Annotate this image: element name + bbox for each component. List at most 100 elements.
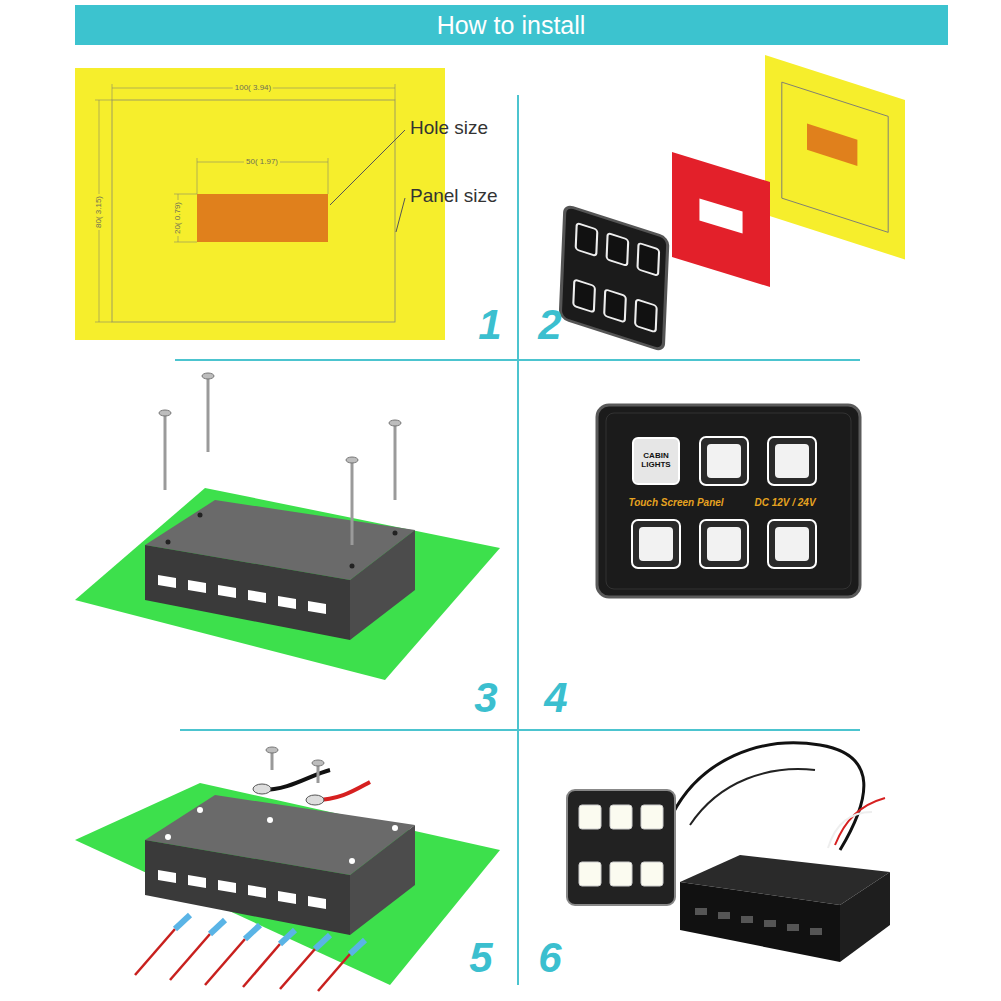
panel-body xyxy=(567,790,675,905)
panel-print: DC 12V / 24V xyxy=(754,497,815,509)
mounting-board xyxy=(765,55,905,260)
button xyxy=(579,805,601,829)
step-number: 5 xyxy=(469,934,492,982)
box-side xyxy=(350,530,415,640)
dimension-line xyxy=(395,84,396,100)
screw xyxy=(271,752,274,770)
socket xyxy=(158,575,176,588)
button xyxy=(579,862,601,886)
power-leads xyxy=(253,747,370,805)
box-side xyxy=(840,872,890,962)
panel-print: Touch Screen Panel xyxy=(628,497,723,509)
socket xyxy=(308,601,326,614)
step-number: 2 xyxy=(538,301,561,349)
ferrule xyxy=(210,920,225,934)
terminal xyxy=(165,834,171,840)
socket xyxy=(248,885,266,898)
step-number: 1 xyxy=(478,301,501,349)
button-face xyxy=(775,527,809,561)
dimension-line xyxy=(95,100,112,101)
dimension-line xyxy=(112,84,113,100)
button xyxy=(637,243,659,276)
screws xyxy=(159,373,401,545)
touch-panel xyxy=(560,205,668,351)
panel-bezel xyxy=(606,413,851,589)
ferrule xyxy=(280,930,295,944)
dimension-line xyxy=(174,242,197,243)
button xyxy=(573,279,595,312)
socket xyxy=(810,928,822,935)
screw xyxy=(394,425,397,500)
button xyxy=(604,289,626,322)
socket xyxy=(695,908,707,915)
gasket xyxy=(672,152,770,287)
button xyxy=(607,233,629,266)
panel-body xyxy=(597,405,860,597)
dimension: 80( 3.15) xyxy=(94,194,103,230)
leader-line xyxy=(330,130,405,205)
button-face xyxy=(707,527,741,561)
mounting-surface xyxy=(765,55,905,260)
screw-hole xyxy=(393,531,398,536)
red-wire xyxy=(135,929,175,975)
screw-head xyxy=(389,420,401,426)
divider xyxy=(175,359,860,361)
button xyxy=(576,223,598,256)
callout-label: Hole size xyxy=(410,117,488,139)
cable xyxy=(672,743,864,850)
screw-head xyxy=(159,410,171,416)
step-number: 6 xyxy=(538,934,561,982)
screw xyxy=(164,415,167,490)
red-wire xyxy=(243,944,280,987)
dimension: 50( 1.97) xyxy=(244,157,280,166)
button xyxy=(700,437,748,485)
ring-terminal xyxy=(306,795,324,805)
title-bar xyxy=(75,5,948,45)
divider xyxy=(517,95,519,985)
mounting-plate xyxy=(75,783,500,985)
red-wire xyxy=(170,934,210,980)
panel-outline xyxy=(112,100,395,322)
black-wire xyxy=(262,770,330,790)
red-wire xyxy=(318,954,350,991)
socket xyxy=(158,870,176,883)
dimension-line xyxy=(197,158,198,194)
dimension-line xyxy=(95,322,112,323)
touch-button: CABIN LIGHTS xyxy=(632,437,680,485)
screw-head xyxy=(266,747,278,753)
box-side xyxy=(350,825,415,935)
screw-hole xyxy=(198,513,203,518)
panel-outline xyxy=(782,82,888,232)
button xyxy=(641,862,663,886)
screw xyxy=(207,378,210,452)
ferrule xyxy=(315,935,330,949)
button xyxy=(632,520,680,568)
button xyxy=(768,520,816,568)
button xyxy=(700,520,748,568)
socket xyxy=(787,924,799,931)
red-wire xyxy=(205,939,245,985)
socket xyxy=(218,880,236,893)
screw xyxy=(317,765,320,783)
panel-body xyxy=(560,205,668,351)
screw-head xyxy=(346,457,358,463)
socket xyxy=(308,896,326,909)
button-face xyxy=(775,444,809,478)
dimension-line xyxy=(174,194,197,195)
button xyxy=(635,299,657,332)
button xyxy=(610,862,632,886)
white-wire xyxy=(828,812,872,848)
terminal xyxy=(197,807,203,813)
ferrule xyxy=(350,940,365,954)
assembled-kit xyxy=(567,743,890,962)
socket xyxy=(718,912,730,919)
touch-panel xyxy=(597,405,860,597)
dimension: 20( 0.79) xyxy=(173,200,182,236)
step-number: 4 xyxy=(544,674,567,722)
button xyxy=(768,437,816,485)
button xyxy=(641,805,663,829)
socket xyxy=(741,916,753,923)
